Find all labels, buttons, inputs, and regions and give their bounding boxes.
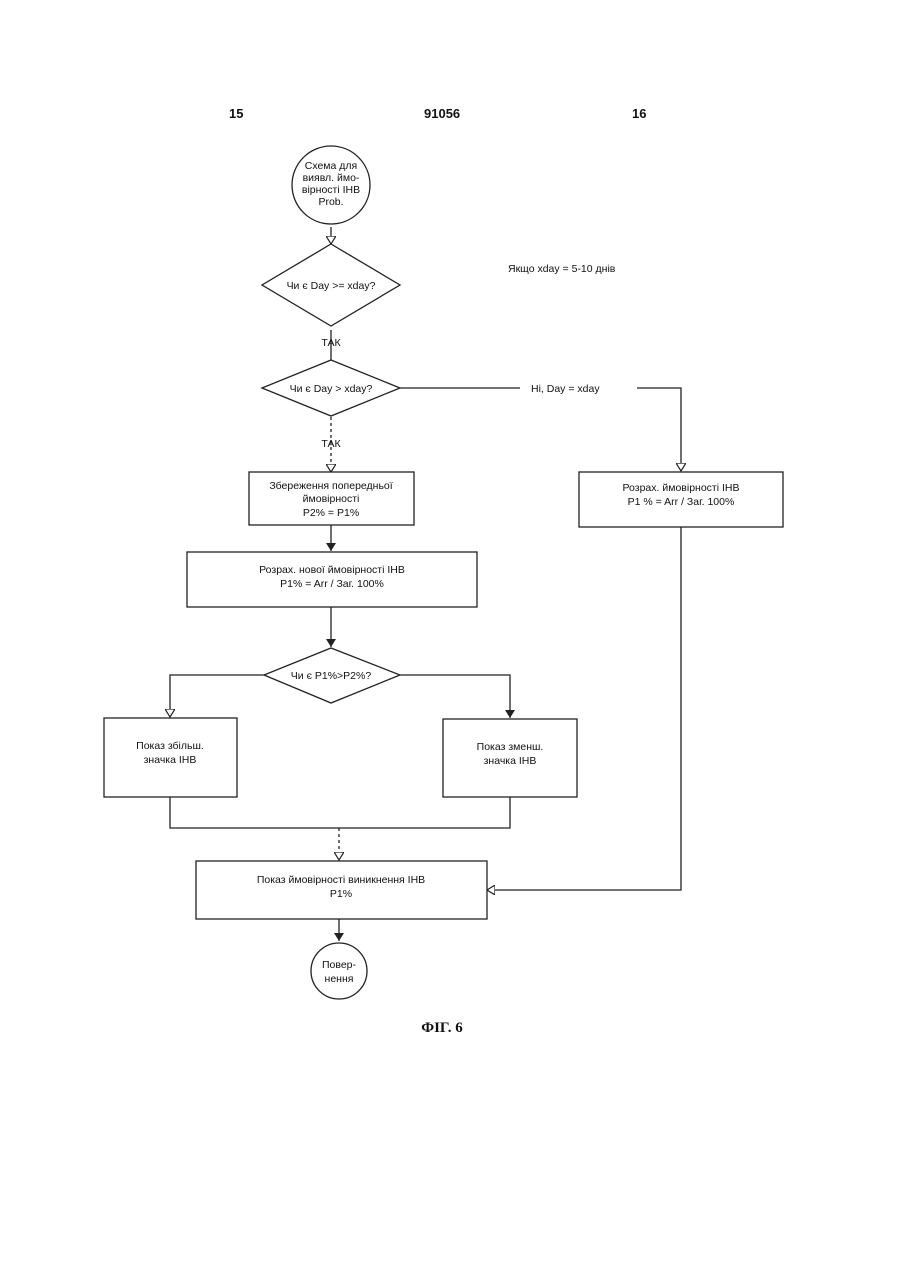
save-text-2: ймовірності xyxy=(303,493,360,505)
show-prob-text-1: Показ ймовірності виникнення ІНВ xyxy=(257,874,425,886)
decrease-text-2: значка ІНВ xyxy=(484,755,537,767)
start-text-3: вірності ІНВ xyxy=(302,184,360,196)
calc-probability-box: Розрах. ймовірності ІНВ P1 % = Arr / Заг… xyxy=(579,472,783,527)
save-text-3: P2% = P1% xyxy=(303,507,359,519)
end-text-1: Повер- xyxy=(322,959,357,971)
start-text-1: Схема для xyxy=(305,160,357,172)
edge-decision2-no-b xyxy=(637,388,681,471)
start-text-2: виявл. ймо- xyxy=(303,172,360,184)
decrease-text-1: Показ зменш. xyxy=(477,741,544,753)
yes-label-2: ТАК xyxy=(321,438,341,450)
calc-new-text-2: P1% = Arr / Заг. 100% xyxy=(280,578,384,590)
start-text-4: Prob. xyxy=(318,196,343,208)
end-text-2: нення xyxy=(325,973,354,985)
decision-day-ge-xday: Чи є Day >= xday? xyxy=(262,244,400,326)
show-prob-text-2: P1% xyxy=(330,888,352,900)
save-previous-box: Збереження попередньої ймовірності P2% =… xyxy=(249,472,414,525)
increase-text-1: Показ збільш. xyxy=(136,740,204,752)
calc-right-text-1: Розрах. ймовірності ІНВ xyxy=(623,482,740,494)
calc-new-probability-box: Розрах. нової ймовірності ІНВ P1% = Arr … xyxy=(187,552,477,607)
show-decrease-box: Показ зменш. значка ІНВ xyxy=(443,719,577,797)
save-text-1: Збереження попередньої xyxy=(269,480,392,492)
xday-note: Якщо xday = 5-10 днів xyxy=(508,263,616,275)
edge-right-to-show xyxy=(487,527,681,890)
end-node: Повер- нення xyxy=(311,943,367,999)
calc-right-text-2: P1 % = Arr / Заг. 100% xyxy=(628,496,735,508)
edge-decision3-right xyxy=(400,675,510,718)
yes-label-1: ТАК xyxy=(321,337,341,349)
edge-merge xyxy=(170,797,510,828)
show-increase-box: Показ збільш. значка ІНВ xyxy=(104,718,237,797)
decision-day-gt-xday: Чи є Day > xday? xyxy=(262,360,400,416)
no-label-2: Ні, Day = xday xyxy=(531,383,600,395)
edge-decision3-left xyxy=(170,675,264,717)
decision3-text: Чи є P1%>P2%? xyxy=(291,670,372,682)
start-node: Схема для виявл. ймо- вірності ІНВ Prob. xyxy=(292,146,370,224)
show-probability-box: Показ ймовірності виникнення ІНВ P1% xyxy=(196,861,487,919)
decision2-text: Чи є Day > xday? xyxy=(290,383,373,395)
increase-text-2: значка ІНВ xyxy=(144,754,197,766)
figure-caption: ФІГ. 6 xyxy=(0,1020,884,1037)
decision1-text: Чи є Day >= xday? xyxy=(287,280,376,292)
calc-new-text-1: Розрах. нової ймовірності ІНВ xyxy=(259,564,405,576)
decision-p1-gt-p2: Чи є P1%>P2%? xyxy=(264,648,400,703)
